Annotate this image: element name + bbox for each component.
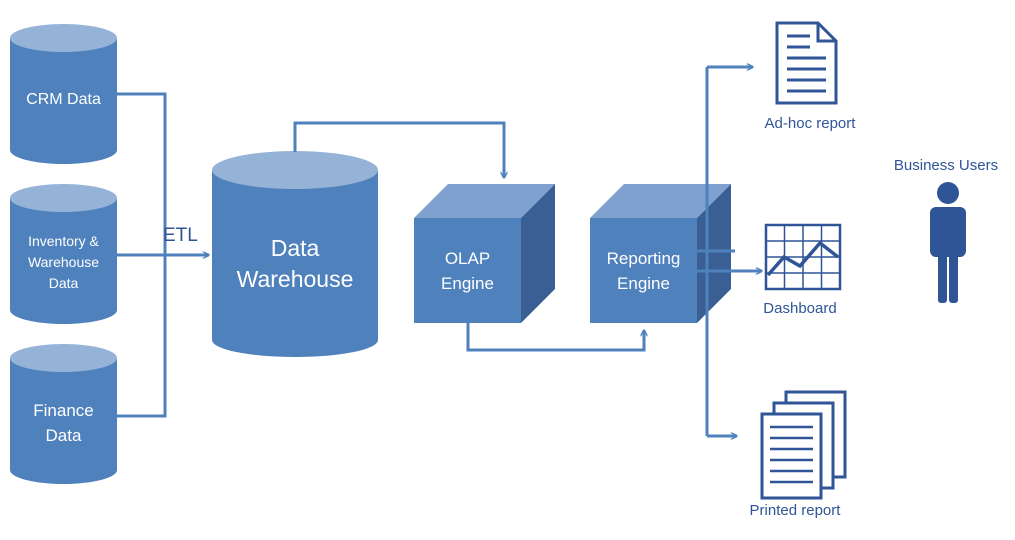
etl-label: ETL [163, 225, 198, 246]
crm-data-label: CRM Data [26, 91, 101, 108]
olap-to-reporting-connector [466, 323, 644, 352]
adhoc-report-document-icon [775, 21, 838, 105]
finance-data-label: Finance Data [10, 398, 117, 448]
inventory-label-line: Inventory & [28, 233, 99, 249]
report-distribution-connectors [697, 67, 762, 436]
inventory-label-line: Data [48, 275, 79, 291]
etl-connectors [117, 92, 209, 418]
reporting-label-line: Engine [617, 274, 670, 293]
inventory-warehouse-data-cylinder [10, 184, 117, 324]
business-user-person-icon [930, 182, 966, 303]
olap-label-line: Engine [441, 274, 494, 293]
inventory-warehouse-data-label: Inventory & Warehouse Data [10, 231, 117, 294]
reporting-engine-label: Reporting Engine [590, 246, 697, 296]
olap-label-line: OLAP [444, 249, 491, 268]
olap-engine-label: OLAP Engine [414, 246, 521, 296]
finance-label-line: Data [45, 426, 82, 445]
warehouse-label-line: Warehouse [236, 266, 354, 292]
printed-report-label: Printed report [749, 502, 841, 519]
dashboard-label: Dashboard [763, 300, 837, 317]
printed-report-pages-icon [760, 390, 847, 500]
inventory-label-line: Warehouse [27, 254, 100, 270]
business-users-label: Business Users [893, 157, 999, 174]
warehouse-label-line: Data [270, 235, 320, 261]
adhoc-report-label: Ad-hoc report [764, 115, 856, 132]
warehouse-to-olap-connector [293, 121, 504, 178]
crm-data-cylinder [10, 24, 117, 164]
olap-engine-cube [414, 184, 555, 323]
data-warehouse-cylinder [212, 151, 378, 357]
dashboard-chart-icon [764, 223, 842, 291]
data-warehouse-label: Data Warehouse [212, 233, 378, 295]
reporting-label-line: Reporting [606, 249, 681, 268]
finance-data-cylinder [10, 344, 117, 484]
finance-label-line: Finance [33, 401, 94, 420]
